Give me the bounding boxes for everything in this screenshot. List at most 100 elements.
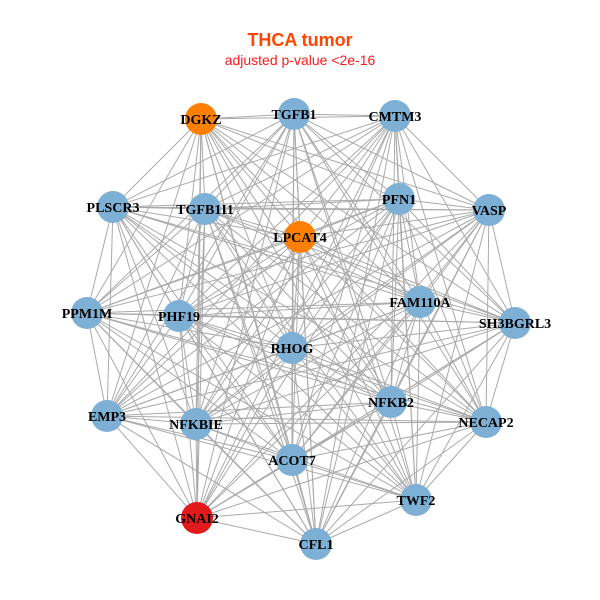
node-PHF19: PHF19 — [158, 300, 200, 332]
node-PLSCR3: PLSCR3 — [87, 191, 139, 223]
edge-VASP-NECAP2 — [485, 209, 490, 423]
node-circle — [97, 191, 129, 223]
edge-PLSCR3-PFN1 — [112, 198, 400, 208]
edge-CMTM3-NECAP2 — [394, 115, 487, 423]
edge-DGKZ-FAM110A — [200, 118, 421, 303]
edge-TGFB1I1-NECAP2 — [204, 208, 487, 423]
edge-VASP-RHOG — [291, 209, 490, 349]
node-circle — [375, 386, 407, 418]
edge-PHF19-FAM110A — [178, 301, 421, 317]
node-NFKBIE: NFKBIE — [169, 408, 223, 440]
node-label: PPM1M — [62, 307, 113, 322]
edge-PPM1M-NFKB2 — [86, 312, 392, 403]
edges — [86, 113, 516, 545]
node-ACOT7: ACOT7 — [268, 444, 316, 476]
edge-LPCAT4-TWF2 — [299, 236, 417, 501]
node-circle — [284, 221, 316, 253]
edge-ACOT7-GNAI2 — [196, 459, 293, 519]
node-label: PFN1 — [382, 193, 416, 208]
node-circle — [180, 408, 212, 440]
edge-PPM1M-ACOT7 — [86, 312, 293, 461]
node-SH3BGRL3: SH3BGRL3 — [479, 307, 551, 339]
node-label: TGFB1I1 — [176, 203, 234, 218]
edge-EMP3-GNAI2 — [106, 415, 198, 519]
edge-PLSCR3-SH3BGRL3 — [112, 206, 516, 324]
edge-PPM1M-EMP3 — [86, 312, 108, 417]
edge-DGKZ-LPCAT4 — [200, 118, 301, 238]
edge-PFN1-CFL1 — [315, 198, 400, 545]
edge-SH3BGRL3-NECAP2 — [485, 322, 516, 423]
node-label: VASP — [472, 204, 507, 219]
edge-SH3BGRL3-NFKBIE — [195, 322, 516, 425]
edge-LPCAT4-CFL1 — [299, 236, 317, 545]
edge-LPCAT4-RHOG — [291, 236, 301, 349]
node-label: NFKBIE — [169, 418, 223, 433]
node-label: DGKZ — [180, 113, 221, 128]
edge-TGFB1I1-ACOT7 — [204, 208, 293, 461]
node-circle — [404, 286, 436, 318]
node-label: FAM110A — [389, 296, 451, 311]
node-label: NECAP2 — [458, 416, 513, 431]
edge-LPCAT4-GNAI2 — [196, 236, 301, 519]
node-FAM110A: FAM110A — [389, 286, 451, 318]
edge-CMTM3-NFKB2 — [390, 115, 396, 403]
edge-VASP-EMP3 — [106, 209, 490, 417]
edge-TGFB1I1-GNAI2 — [196, 208, 206, 519]
edge-RHOG-NFKBIE — [195, 347, 293, 425]
edge-PPM1M-GNAI2 — [86, 312, 198, 519]
edge-TGFB1-SH3BGRL3 — [293, 113, 516, 324]
node-circle — [276, 332, 308, 364]
node-DGKZ: DGKZ — [180, 103, 222, 135]
node-circle — [189, 193, 221, 225]
edge-VASP-PPM1M — [86, 209, 490, 314]
node-circle — [278, 98, 310, 130]
edge-NECAP2-CFL1 — [315, 421, 487, 545]
node-label: CMTM3 — [369, 110, 422, 125]
node-TGFB1: TGFB1 — [271, 98, 317, 130]
edge-VASP-LPCAT4 — [299, 209, 490, 238]
edge-FAM110A-ACOT7 — [291, 301, 421, 461]
edge-PLSCR3-FAM110A — [112, 206, 421, 303]
edge-VASP-ACOT7 — [291, 209, 490, 461]
edge-PLSCR3-NFKB2 — [112, 206, 392, 403]
edge-LPCAT4-SH3BGRL3 — [299, 236, 516, 324]
edge-ACOT7-TWF2 — [291, 459, 417, 501]
edge-FAM110A-TWF2 — [415, 301, 421, 501]
edge-GNAI2-CFL1 — [196, 517, 317, 545]
node-label: RHOG — [271, 342, 314, 357]
node-circle — [400, 484, 432, 516]
edge-PHF19-NFKBIE — [178, 315, 197, 425]
edge-CMTM3-GNAI2 — [196, 115, 396, 519]
edge-TGFB1I1-PPM1M — [86, 208, 206, 314]
edge-CMTM3-PLSCR3 — [112, 115, 396, 208]
edge-PFN1-RHOG — [291, 198, 400, 349]
node-label: EMP3 — [88, 410, 126, 425]
node-label: CFL1 — [299, 538, 334, 553]
edge-NECAP2-GNAI2 — [196, 421, 487, 519]
edge-CMTM3-NFKBIE — [195, 115, 396, 425]
edge-PHF19-EMP3 — [106, 315, 180, 417]
node-PFN1: PFN1 — [382, 183, 416, 215]
figure-subtitle: adjusted p-value <2e-16 — [224, 52, 376, 68]
edge-RHOG-NECAP2 — [291, 347, 487, 423]
edge-SH3BGRL3-EMP3 — [106, 322, 516, 417]
edge-DGKZ-TWF2 — [200, 118, 417, 501]
edge-PPM1M-FAM110A — [86, 301, 421, 314]
edge-SH3BGRL3-RHOG — [291, 322, 516, 349]
edge-VASP-PHF19 — [178, 209, 490, 317]
node-label: TWF2 — [397, 494, 436, 509]
node-circle — [71, 297, 103, 329]
edge-TGFB1-PLSCR3 — [112, 113, 295, 208]
edge-CMTM3-EMP3 — [106, 115, 396, 417]
edge-NFKBIE-NECAP2 — [195, 421, 487, 425]
node-PPM1M: PPM1M — [62, 297, 113, 329]
edge-DGKZ-NFKB2 — [200, 118, 392, 403]
edge-VASP-TWF2 — [415, 209, 490, 501]
edge-NFKBIE-CFL1 — [195, 423, 317, 545]
edge-PLSCR3-NECAP2 — [112, 206, 487, 423]
edge-NECAP2-TWF2 — [415, 421, 487, 501]
edge-FAM110A-NFKB2 — [390, 301, 421, 403]
edge-RHOG-CFL1 — [291, 347, 317, 545]
